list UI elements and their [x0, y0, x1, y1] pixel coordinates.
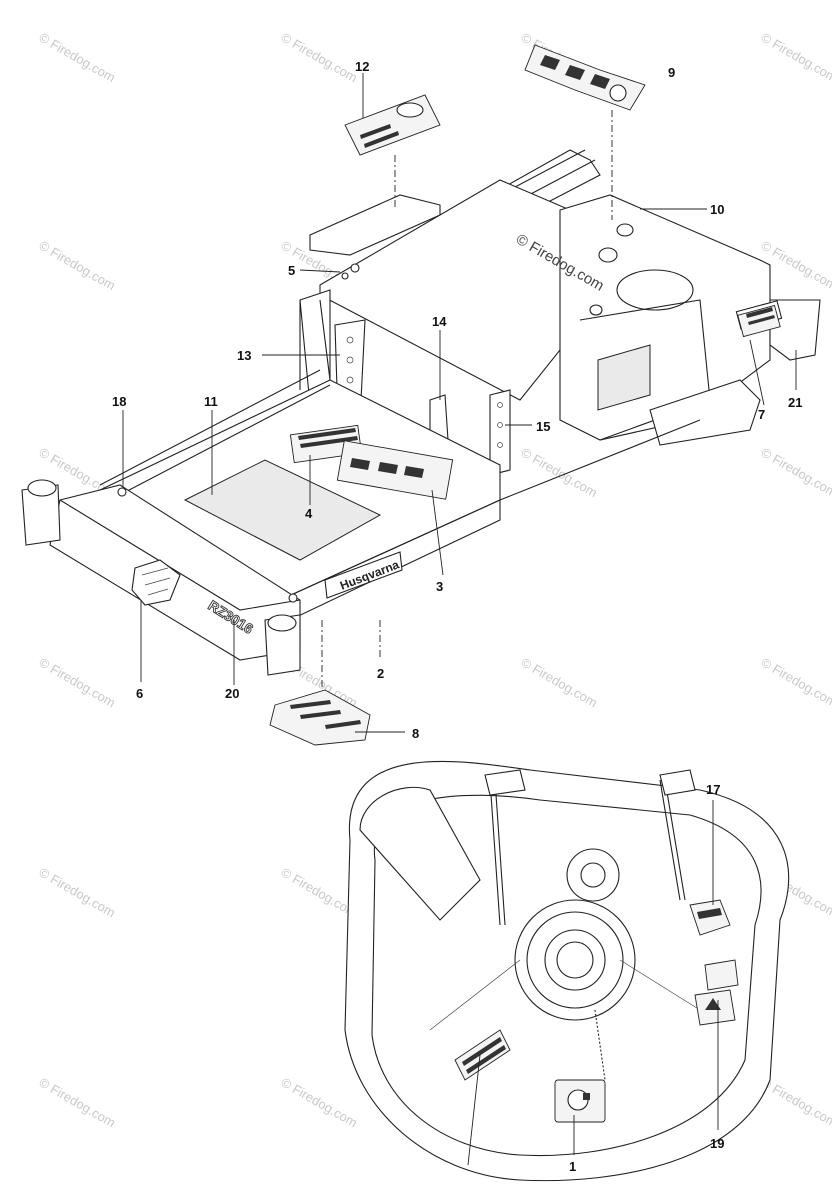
decal-12	[344, 94, 441, 156]
callout-12: 12	[355, 59, 369, 74]
callout-15: 15	[536, 419, 550, 434]
callout-8: 8	[412, 726, 419, 741]
callout-3: 3	[436, 579, 443, 594]
husqvarna-crest-decal	[131, 559, 181, 606]
callout-20: 20	[225, 686, 239, 701]
watermark-tile: © Firedog.com	[519, 445, 601, 501]
callout-2: 2	[377, 666, 384, 681]
callout-7: 7	[758, 407, 765, 422]
bolt-5	[350, 263, 360, 273]
watermark-tile: © Firedog.com	[759, 1075, 832, 1131]
watermark-tile: © Firedog.com	[37, 655, 119, 711]
watermark-tile: © Firedog.com	[759, 445, 832, 501]
callout-19: 19	[710, 1136, 724, 1151]
callout-18: 18	[112, 394, 126, 409]
watermark-tile: © Firedog.com	[759, 655, 832, 711]
watermark-tile: © Firedog.com	[37, 30, 119, 86]
frame-assembly: Husqvarna RZ3016	[21, 149, 821, 676]
callout-1: 1	[569, 1159, 576, 1174]
decal-8	[269, 689, 371, 746]
leader-lines	[122, 73, 797, 1166]
callout-9: 9	[668, 65, 675, 80]
mower-deck-assembly	[344, 760, 790, 1182]
callout-13: 13	[237, 348, 251, 363]
watermark-tile: © Firedog.com	[37, 238, 119, 294]
callout-17: 17	[706, 782, 720, 797]
watermark-tile: © Firedog.com	[279, 30, 361, 86]
watermark-tile: © Firedog.com	[279, 1075, 361, 1131]
watermark-tile: © Firedog.com	[37, 865, 119, 921]
callout-6: 6	[136, 686, 143, 701]
decal-9	[524, 44, 646, 111]
bolt-18	[117, 487, 127, 497]
decal-1	[554, 1079, 606, 1123]
discharge-chute	[359, 786, 481, 921]
watermark-tile: © Firedog.com	[519, 655, 601, 711]
watermark-tile: © Firedog.com	[37, 1075, 119, 1131]
decal-7	[737, 304, 781, 338]
decal-3	[336, 440, 454, 500]
watermark-tile: © Firedog.com	[759, 30, 832, 86]
callout-11: 11	[204, 394, 218, 409]
decal-17	[689, 899, 731, 936]
callout-21: 21	[788, 395, 802, 410]
explode-lines	[321, 110, 613, 690]
callout-10: 10	[710, 202, 724, 217]
callout-14: 14	[432, 314, 447, 329]
callouts: 12 9 10 5 14 13 18 11 21 7 15 4 3 2 6 20…	[112, 59, 802, 1174]
callout-5: 5	[288, 263, 295, 278]
decal-19	[694, 959, 739, 1026]
floor-mat	[183, 459, 382, 561]
callout-4: 4	[305, 506, 313, 521]
decal-16	[454, 1029, 511, 1081]
